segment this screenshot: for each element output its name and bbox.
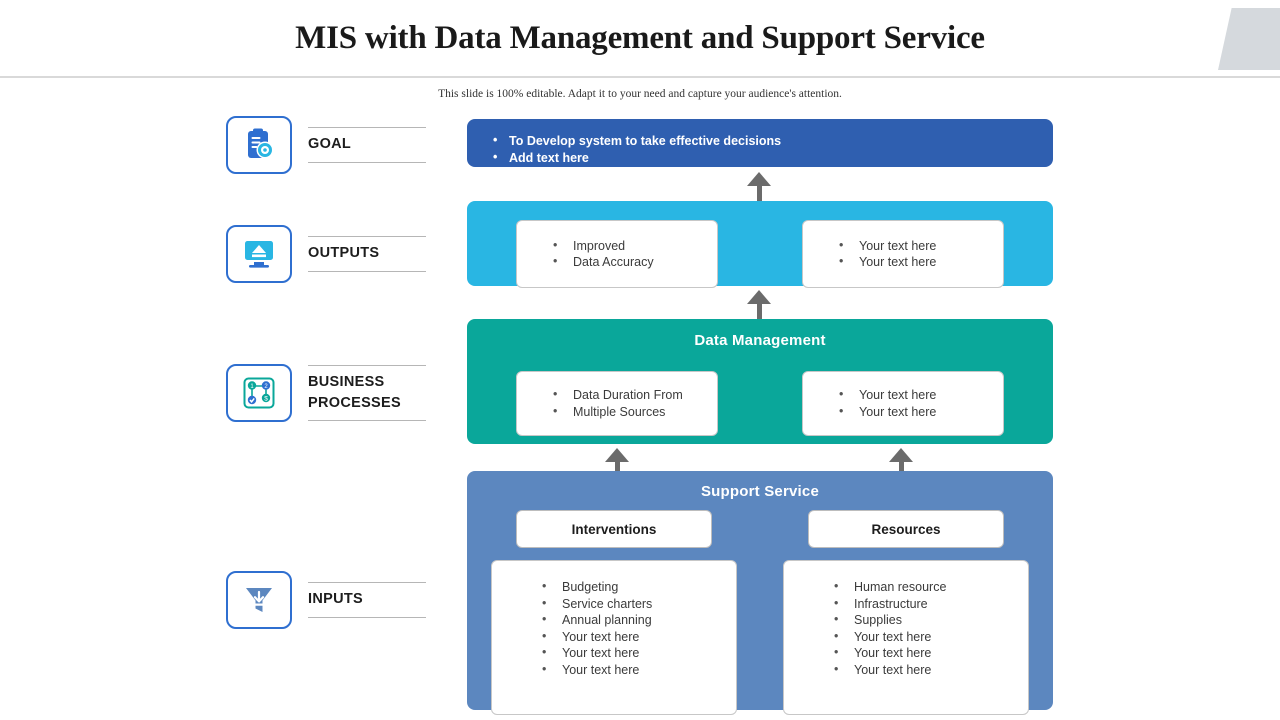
legend-label-wrap: GOAL	[308, 127, 426, 163]
upload-monitor-icon	[226, 225, 292, 283]
support-left-item: Your text here	[540, 661, 736, 679]
goal-bullet-list: To Develop system to take effective deci…	[485, 132, 1035, 167]
arrow-stem-outputs-to-goal	[757, 185, 762, 201]
corner-decoration	[1218, 8, 1280, 70]
arrow-support-right-to-data	[889, 448, 913, 462]
outputs-left-card[interactable]: Improved Data Accuracy	[516, 220, 718, 288]
arrow-stem-data-to-outputs	[757, 303, 762, 319]
legend-item-goal[interactable]: GOAL	[226, 116, 426, 174]
outputs-right-card[interactable]: Your text here Your text here	[802, 220, 1004, 288]
support-right-item: Infrastructure	[832, 595, 1028, 613]
data-management-left-item: Data Duration From	[551, 386, 717, 404]
legend-label-wrap: OUTPUTS	[308, 236, 426, 272]
legend-item-business-processes[interactable]: 1 2 $ BUSINESS PROCESSES	[226, 364, 426, 422]
support-right-item: Your text here	[832, 661, 1028, 679]
data-management-right-item: Your text here	[837, 403, 1003, 421]
arrow-support-left-to-data	[605, 448, 629, 462]
support-right-item: Supplies	[832, 611, 1028, 629]
legend-item-inputs[interactable]: INPUTS	[226, 571, 426, 629]
support-left-card[interactable]: Budgeting Service charters Annual planni…	[491, 560, 737, 715]
process-network-icon: 1 2 $	[226, 364, 292, 422]
outputs-left-list: Improved Data Accuracy	[517, 237, 717, 271]
legend-item-label: GOAL	[308, 136, 352, 153]
support-service-heading: Support Service	[700, 483, 820, 500]
legend-label-wrap: INPUTS	[308, 582, 426, 618]
support-right-heading-card[interactable]: Resources	[808, 510, 1004, 548]
title-bar: MIS with Data Management and Support Ser…	[0, 0, 1280, 78]
svg-text:2: 2	[264, 384, 268, 390]
outputs-right-item: Your text here	[837, 253, 1003, 271]
legend-label-wrap: BUSINESS PROCESSES	[308, 364, 426, 422]
data-management-left-card[interactable]: Data Duration From Multiple Sources	[516, 371, 718, 436]
legend-item-label-line2: PROCESSES	[308, 395, 401, 411]
arrow-stem-support-right	[899, 461, 904, 475]
goal-block[interactable]: To Develop system to take effective deci…	[467, 119, 1053, 167]
support-left-item: Annual planning	[540, 611, 736, 629]
support-left-heading-card[interactable]: Interventions	[516, 510, 712, 548]
support-right-list: Human resource Infrastructure Supplies Y…	[784, 578, 1028, 679]
svg-text:$: $	[264, 396, 268, 403]
support-left-item: Your text here	[540, 628, 736, 646]
support-left-item: Service charters	[540, 595, 736, 613]
data-management-right-card[interactable]: Your text here Your text here	[802, 371, 1004, 436]
support-left-list: Budgeting Service charters Annual planni…	[492, 578, 736, 679]
svg-text:1: 1	[250, 384, 254, 390]
support-right-item: Your text here	[832, 644, 1028, 662]
goal-bullet-item: Add text here	[485, 149, 1035, 167]
support-right-card[interactable]: Human resource Infrastructure Supplies Y…	[783, 560, 1029, 715]
outputs-left-item-cont: Data Accuracy	[551, 253, 717, 271]
support-right-item: Human resource	[832, 578, 1028, 596]
legend-item-label: OUTPUTS	[308, 245, 380, 262]
data-management-left-item-cont: Multiple Sources	[551, 403, 717, 421]
data-management-left-list: Data Duration From Multiple Sources	[517, 386, 717, 421]
funnel-download-icon	[226, 571, 292, 629]
arrow-outputs-to-goal	[747, 172, 771, 186]
arrow-stem-support-left	[615, 461, 620, 475]
goal-bullet-item: To Develop system to take effective deci…	[485, 132, 1035, 150]
support-left-item: Your text here	[540, 644, 736, 662]
legend-item-outputs[interactable]: OUTPUTS	[226, 225, 426, 283]
title-divider	[0, 76, 1280, 78]
support-left-item: Budgeting	[540, 578, 736, 596]
legend-item-label-line1: BUSINESS	[308, 373, 385, 390]
outputs-left-item: Improved	[551, 237, 717, 255]
clipboard-target-icon	[226, 116, 292, 174]
slide-subtitle: This slide is 100% editable. Adapt it to…	[438, 88, 842, 100]
outputs-right-list: Your text here Your text here	[803, 237, 1003, 271]
support-right-item: Your text here	[832, 628, 1028, 646]
page-title: MIS with Data Management and Support Ser…	[295, 20, 985, 56]
outputs-right-item: Your text here	[837, 237, 1003, 255]
legend-item-label: INPUTS	[308, 591, 363, 608]
data-management-right-item: Your text here	[837, 386, 1003, 404]
data-management-heading: Data Management	[694, 332, 826, 349]
arrow-data-to-outputs	[747, 290, 771, 304]
data-management-right-list: Your text here Your text here	[803, 386, 1003, 421]
